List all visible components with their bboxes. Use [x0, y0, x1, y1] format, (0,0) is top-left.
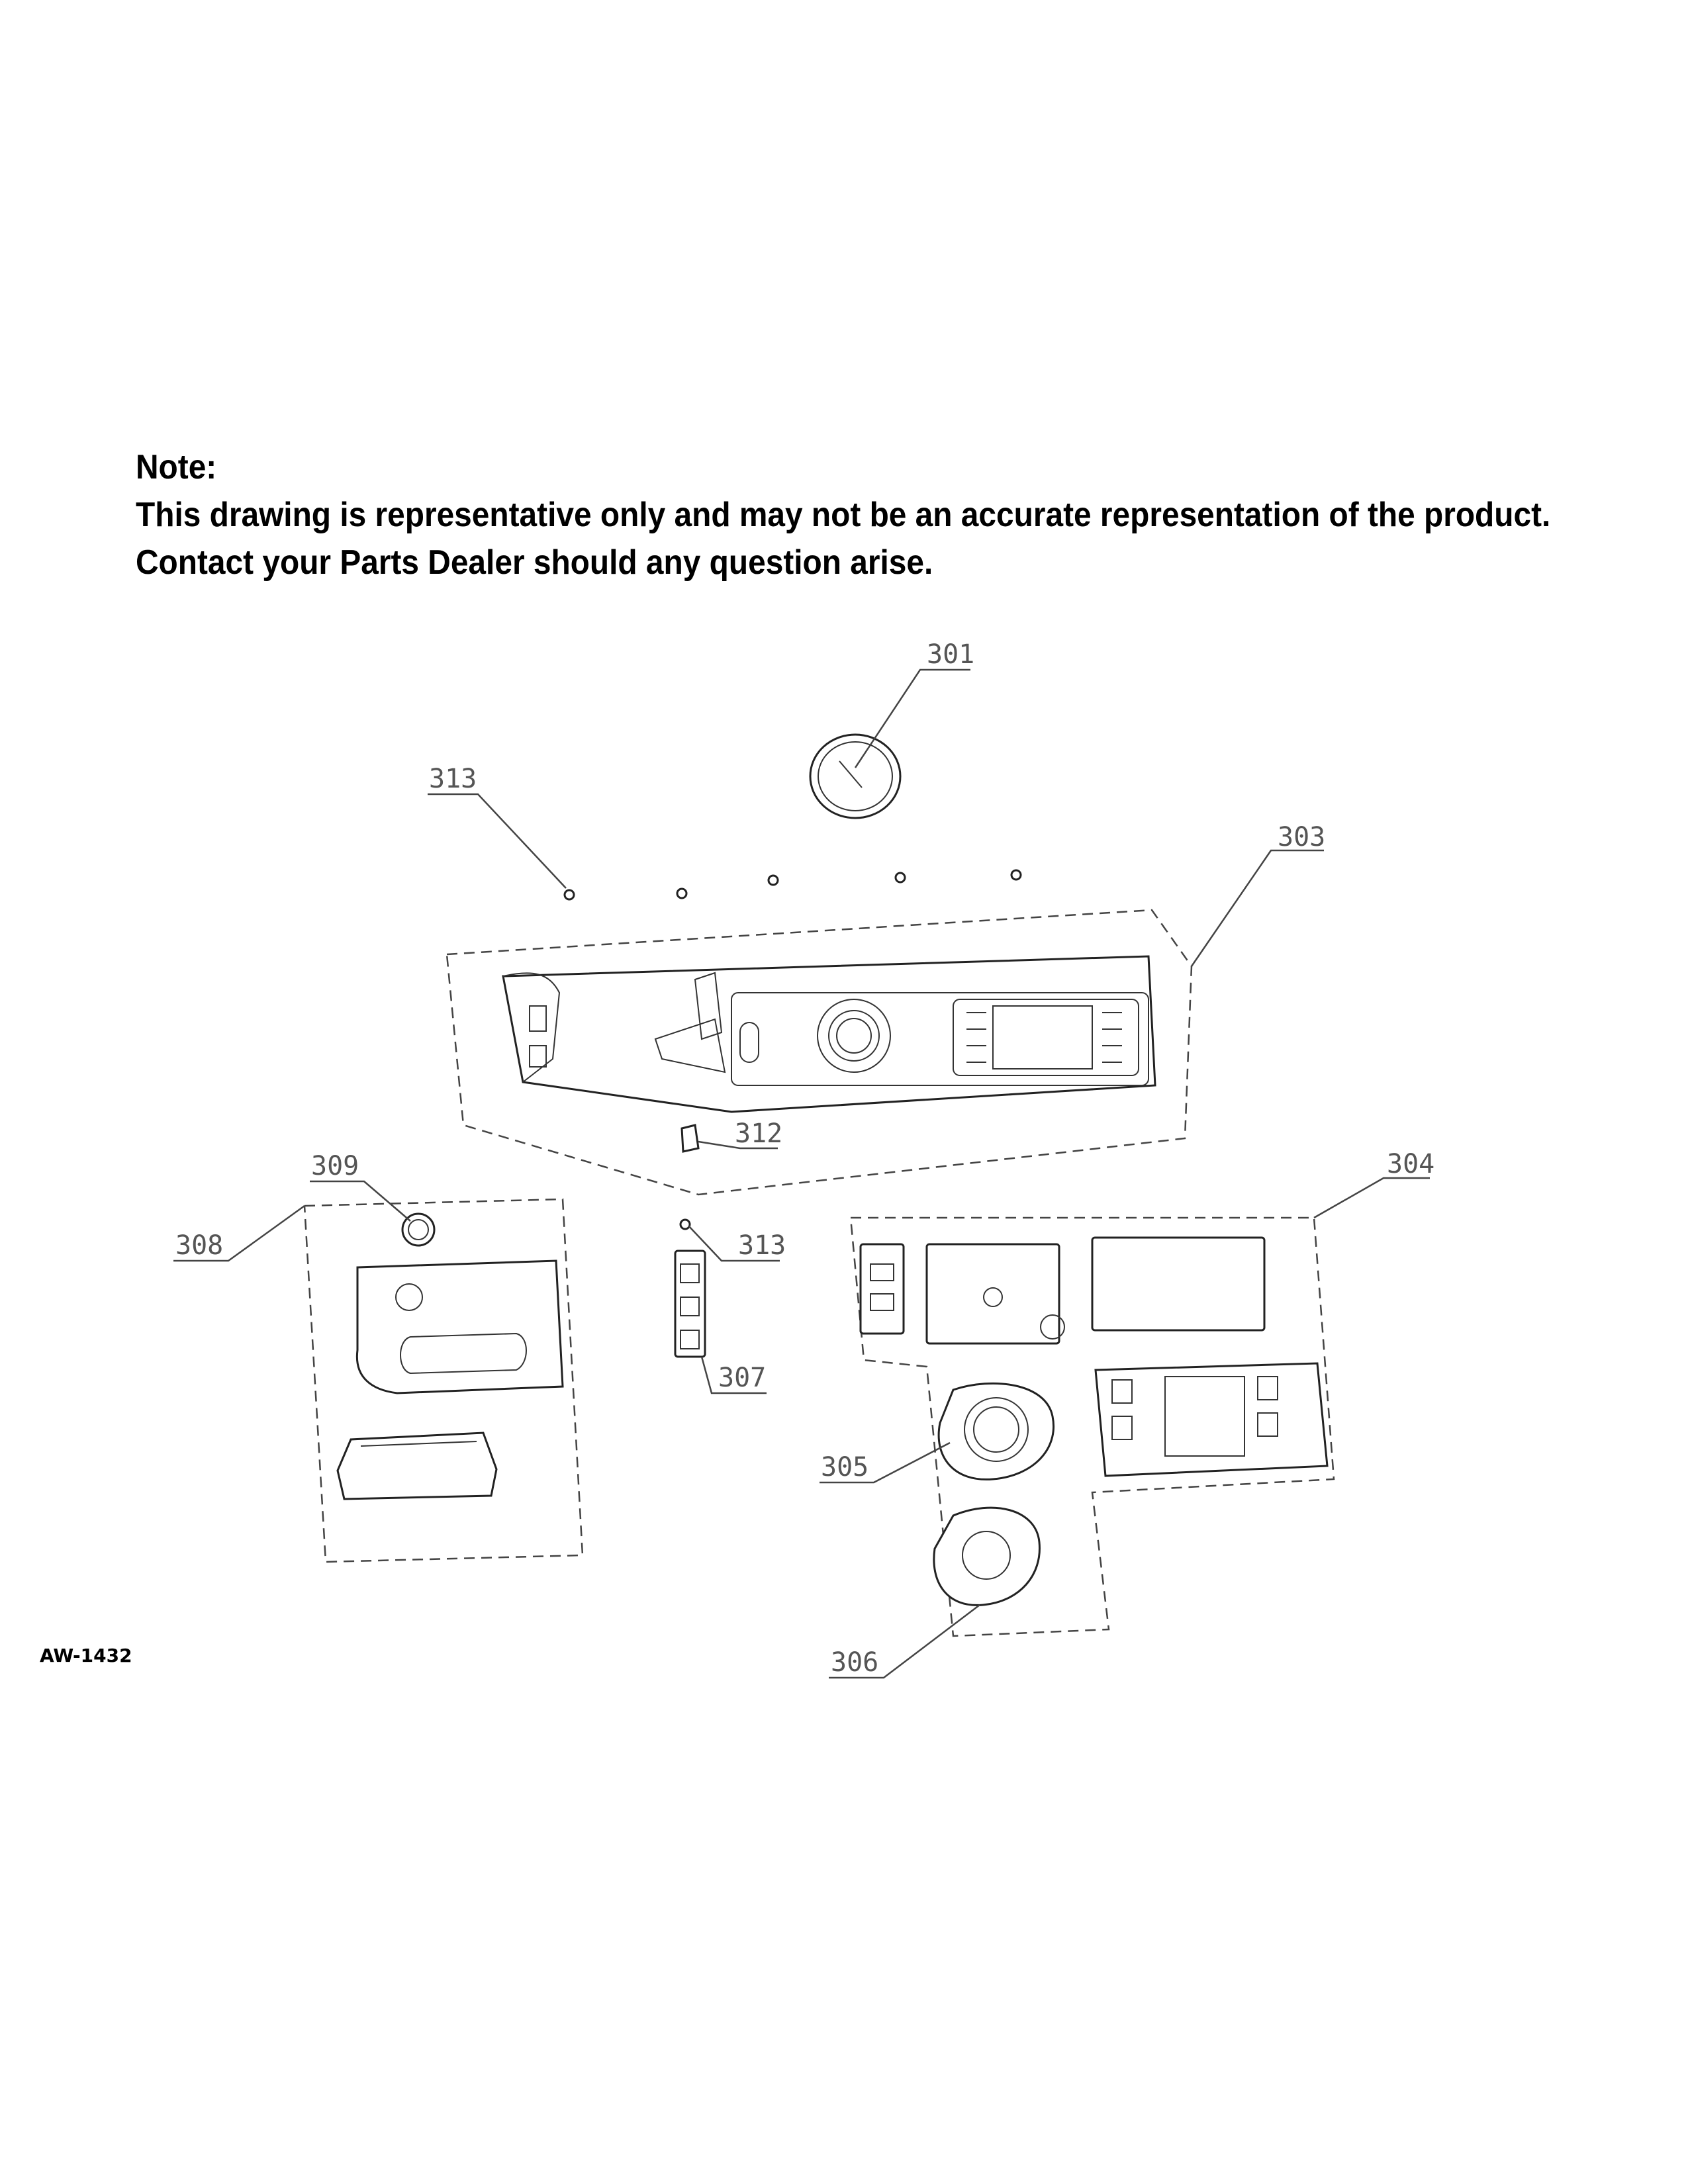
callout-313-lower-label: 313 [738, 1230, 786, 1261]
callout-304: 304 [1313, 1149, 1434, 1219]
callout-308-label: 308 [175, 1230, 223, 1261]
callout-306: 306 [829, 1604, 980, 1679]
part-308-dispenser-housing-group [303, 1198, 584, 1563]
callout-308: 308 [173, 1205, 305, 1262]
callout-313-lower: 313 [688, 1225, 786, 1262]
callout-301-label: 301 [927, 639, 974, 670]
note-line-1: This drawing is representative only and … [136, 496, 1551, 534]
callout-307: 307 [700, 1356, 767, 1394]
callout-313-top-label: 313 [429, 764, 477, 794]
part-307-switch [674, 1218, 706, 1358]
callout-306-label: 306 [831, 1647, 878, 1678]
callout-309: 309 [310, 1151, 411, 1222]
part-313-screws [563, 869, 1022, 901]
part-303-control-panel [445, 909, 1193, 1196]
part-304-electronics-group [849, 1216, 1335, 1637]
callout-305-label: 305 [821, 1452, 868, 1482]
callout-304-label: 304 [1387, 1149, 1434, 1179]
part-301-knob [809, 733, 902, 819]
callout-313-top: 313 [428, 764, 567, 889]
part-306-gasket [933, 1506, 1041, 1606]
note-line-2: Contact your Parts Dealer should any que… [136, 543, 933, 582]
callout-303-label: 303 [1278, 822, 1325, 852]
part-312-clip [680, 1124, 700, 1153]
callout-312: 312 [698, 1118, 782, 1150]
callout-307-label: 307 [718, 1363, 766, 1393]
disclaimer-note: Note: This drawing is representative onl… [136, 443, 1551, 586]
part-305-knob-bracket [937, 1382, 1055, 1480]
callout-303: 303 [1190, 822, 1325, 967]
callout-305: 305 [820, 1441, 951, 1484]
callout-309-label: 309 [311, 1151, 359, 1181]
note-heading: Note: [136, 448, 217, 486]
drawing-code: AW-1432 [40, 1645, 132, 1666]
callout-301: 301 [854, 639, 974, 768]
callout-312-label: 312 [735, 1118, 782, 1149]
